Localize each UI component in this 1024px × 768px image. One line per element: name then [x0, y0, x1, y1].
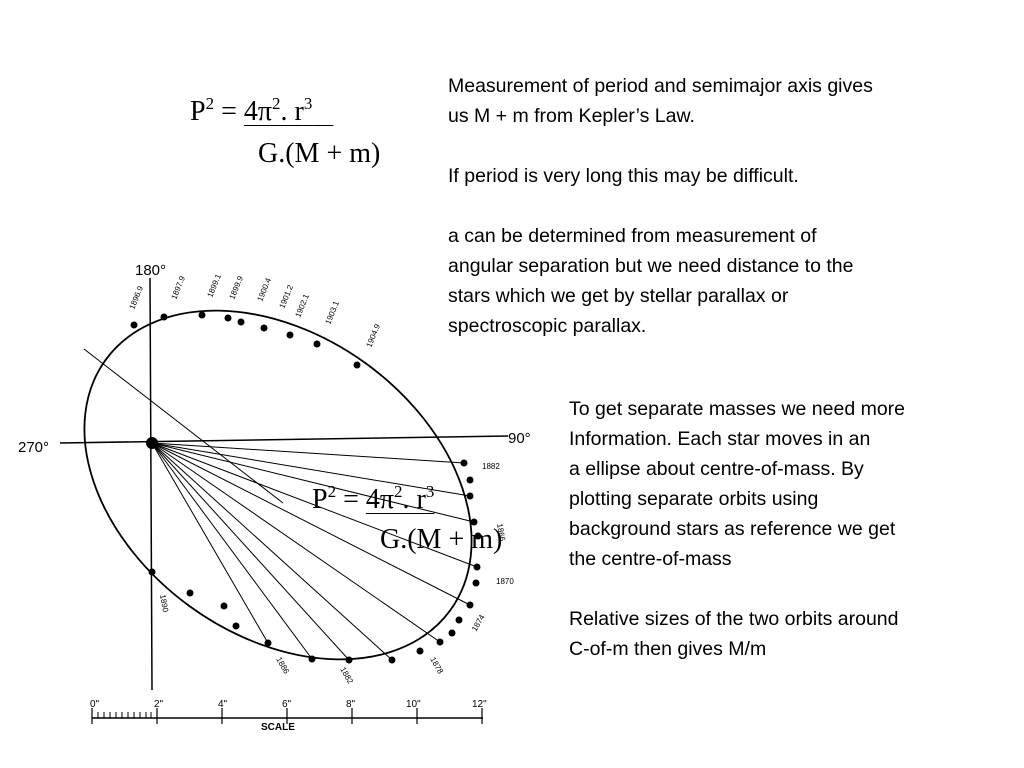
orbit-ellipse — [83, 309, 473, 661]
scale-label: SCALE — [261, 722, 295, 733]
scale-tick-label: 2" — [154, 699, 164, 710]
text-line: us M + m from Kepler’s Law. — [448, 105, 695, 127]
text-line: plotting separate orbits using — [569, 488, 819, 510]
date-label: 1899.1 — [206, 272, 224, 299]
text-line: C-of-m then gives M/m — [569, 638, 767, 660]
formula-numerator: 4π2. r3 — [243, 94, 313, 127]
scale-tick-label: 6" — [282, 699, 292, 710]
axis-label-180: 180° — [135, 262, 166, 279]
scale-major-ticks — [91, 708, 483, 724]
text-line: If period is very long this may be diffi… — [448, 165, 799, 187]
text-line: To get separate masses we need more — [569, 398, 906, 420]
text-block-right: Measurement of period and semimajor axis… — [448, 71, 873, 341]
date-label: 1902.1 — [294, 292, 312, 319]
orbit-diagram: 180° 270° 90° 1896.9 1897.9 1899.1 1899.… — [18, 262, 531, 733]
date-label: 1901.2 — [278, 283, 296, 310]
scale-tick-label: 8" — [346, 699, 356, 710]
text-block-lower: To get separate masses we need more Info… — [569, 394, 905, 664]
date-label: 1882 — [482, 462, 500, 471]
formula-denominator: G.(M + m) — [258, 138, 381, 169]
periastron-line — [83, 348, 284, 504]
scale-minor-ticks — [97, 712, 152, 718]
formula-denominator: G.(M + m) — [380, 524, 503, 555]
date-label: 1899.9 — [228, 274, 246, 301]
primary-star — [146, 437, 158, 449]
date-label: 1900.4 — [256, 276, 274, 303]
text-line: Measurement of period and semimajor axis… — [448, 75, 873, 97]
text-line: stars which we get by stellar parallax o… — [448, 285, 789, 307]
formula-lhs: P — [312, 484, 328, 515]
date-label: 1896.9 — [128, 284, 146, 311]
vertical-axis — [149, 277, 153, 691]
date-label: 1904.9 — [365, 322, 383, 349]
text-line: a can be determined from measurement of — [448, 225, 817, 247]
date-label: 1870 — [496, 577, 514, 586]
formula-numerator: 4π2. r3 — [365, 482, 435, 515]
date-labels: 1896.9 1897.9 1899.1 1899.9 1900.4 1901.… — [128, 272, 515, 686]
date-label: 1886 — [274, 656, 291, 676]
text-line: the centre-of-mass — [569, 548, 732, 570]
formula-equals: = — [336, 484, 366, 515]
date-label: 1866 — [495, 523, 507, 543]
axis-label-90: 90° — [508, 430, 531, 447]
radius-vectors — [151, 442, 478, 661]
date-label: 1874 — [470, 613, 487, 633]
date-label: 1890 — [158, 594, 170, 614]
formula-equals: = — [214, 96, 244, 127]
text-line: a ellipse about centre-of-mass. By — [569, 458, 864, 480]
text-line: background stars as reference we get — [569, 518, 896, 540]
axis-label-270: 270° — [18, 439, 49, 456]
formula-main: P2 = 4π2. r3 G.(M + m) — [190, 94, 380, 168]
formula-overlay: P2 = 4π2. r3 G.(M + m) — [312, 482, 502, 554]
position-dots — [130, 311, 482, 664]
scale-tick-labels: 0" 2" 4" 6" 8" 10" 12" — [90, 699, 487, 710]
scale-tick-label: 10" — [406, 699, 421, 710]
scale-tick-label: 0" — [90, 699, 100, 710]
formula-lhs: P — [190, 96, 206, 127]
date-label: 1903.1 — [324, 299, 342, 326]
text-line: angular separation but we need distance … — [448, 255, 854, 277]
text-line: Relative sizes of the two orbits around — [569, 608, 899, 630]
formula-lhs-exp: 2 — [205, 94, 215, 113]
scale-tick-label: 12" — [472, 699, 487, 710]
text-line: spectroscopic parallax. — [448, 315, 647, 337]
date-label: 1897.9 — [170, 274, 188, 301]
date-label: 1878 — [428, 656, 445, 676]
date-label: 1882 — [338, 666, 355, 686]
scale-tick-label: 4" — [218, 699, 228, 710]
formula-lhs-exp: 2 — [327, 482, 337, 501]
horizontal-axis — [59, 435, 509, 444]
text-line: Information. Each star moves in an — [569, 428, 871, 450]
scale-bar: 0" 2" 4" 6" 8" 10" 12" SCALE — [90, 699, 487, 733]
